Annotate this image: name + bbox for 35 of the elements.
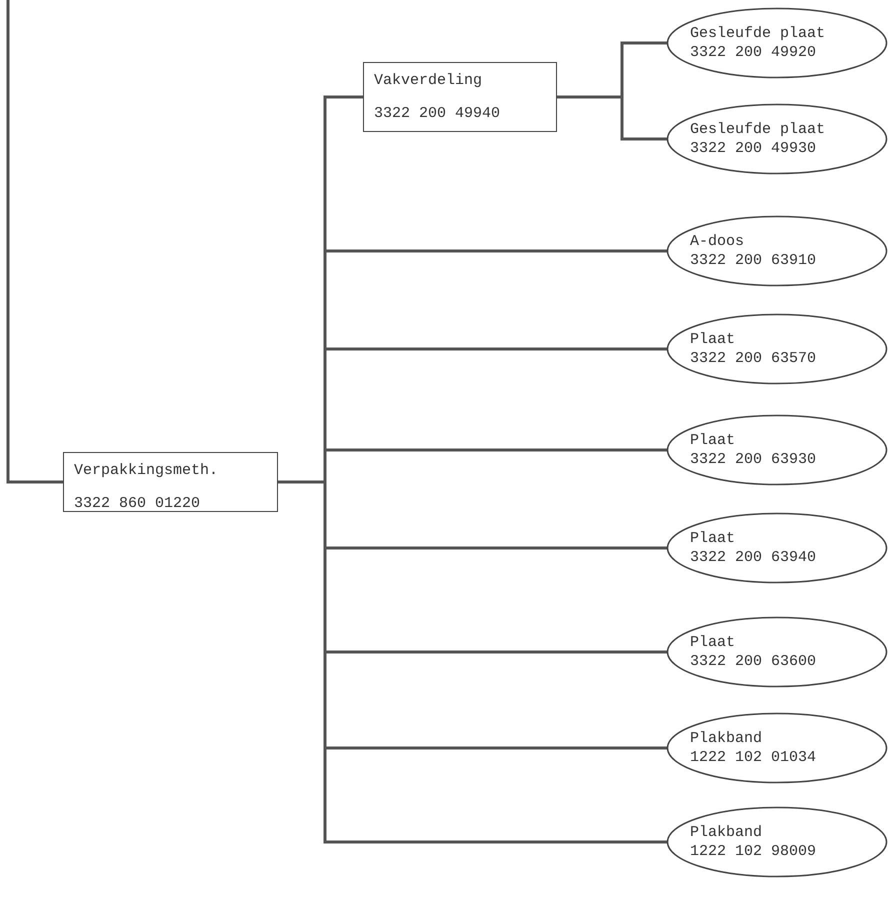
part-oval bbox=[666, 7, 888, 79]
part-name: Vakverdeling bbox=[374, 71, 482, 90]
part-oval bbox=[666, 712, 888, 784]
process-box bbox=[363, 62, 557, 132]
part-name: A-doos bbox=[690, 232, 744, 251]
part-number: 3322 200 49940 bbox=[374, 104, 500, 123]
part-name: Plaat bbox=[690, 529, 736, 548]
part-number: 3322 200 63940 bbox=[690, 548, 816, 567]
connector-line bbox=[6, 0, 63, 484]
part-name: Plakband bbox=[690, 823, 762, 842]
part-oval bbox=[666, 215, 888, 287]
part-name: Gesleufde plaat bbox=[690, 24, 826, 43]
part-number: 3322 200 49930 bbox=[690, 139, 816, 158]
part-name: Verpakkingsmeth. bbox=[74, 461, 218, 480]
part-name: Gesleufde plaat bbox=[690, 120, 826, 139]
part-oval bbox=[666, 103, 888, 175]
part-name: Plaat bbox=[690, 633, 736, 652]
part-oval bbox=[666, 616, 888, 688]
part-name: Plaat bbox=[690, 431, 736, 450]
process-box bbox=[63, 452, 278, 512]
part-number: 3322 200 63600 bbox=[690, 652, 816, 671]
part-number: 3322 200 63910 bbox=[690, 251, 816, 270]
part-oval bbox=[666, 806, 888, 878]
part-name: Plaat bbox=[690, 330, 736, 349]
part-oval bbox=[666, 414, 888, 486]
part-number: 3322 200 49920 bbox=[690, 43, 816, 62]
part-oval bbox=[666, 313, 888, 385]
part-number: 3322 860 01220 bbox=[74, 494, 200, 513]
connector-line bbox=[557, 96, 667, 140]
part-number: 3322 200 63930 bbox=[690, 450, 816, 469]
part-number: 1222 102 01034 bbox=[690, 748, 816, 767]
part-number: 1222 102 98009 bbox=[690, 842, 816, 861]
part-name: Plakband bbox=[690, 729, 762, 748]
part-number: 3322 200 63570 bbox=[690, 349, 816, 368]
part-oval bbox=[666, 512, 888, 584]
